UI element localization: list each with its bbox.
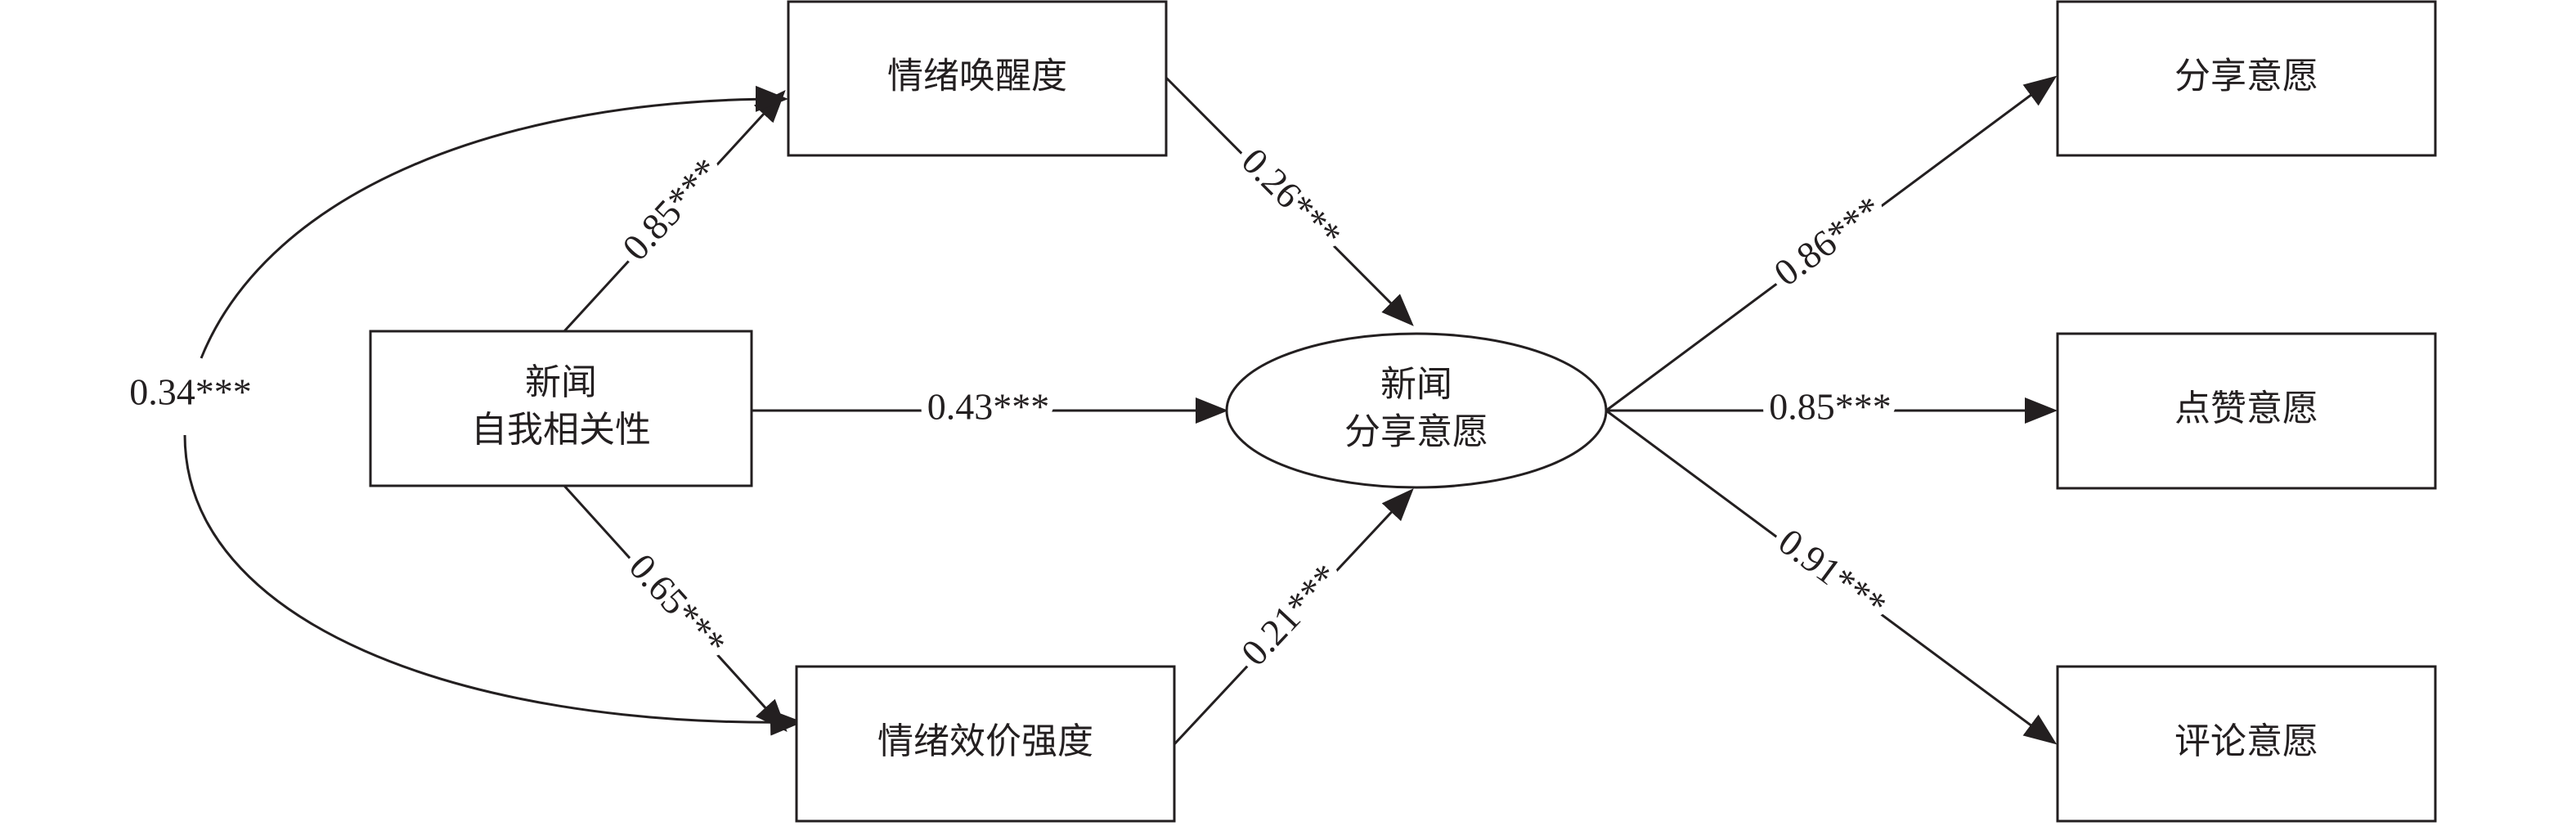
path-arrow-intention-share <box>1605 75 2058 412</box>
node-label: 情绪唤醒度 <box>887 56 1067 97</box>
node-label: 新闻 <box>525 361 597 403</box>
path-coefficient: 0.43*** <box>927 386 1050 428</box>
node-box <box>787 0 1168 157</box>
path-arrow-valence-intention <box>1173 488 1414 746</box>
node-label: 情绪效价强度 <box>877 721 1093 762</box>
node-label: 点赞意愿 <box>2174 388 2318 429</box>
node-box <box>2056 665 2437 823</box>
path-coefficient: 0.85*** <box>614 150 728 268</box>
path-coefficient: 0.65*** <box>622 545 734 664</box>
node-box <box>795 665 1176 823</box>
path-coefficient: 0.26*** <box>1234 140 1350 256</box>
node-label: 评论意愿 <box>2174 721 2318 762</box>
latent-ellipse <box>1225 332 1608 489</box>
path-arrow-relevance-arousal <box>563 90 786 333</box>
node-label: 自我相关性 <box>471 409 651 451</box>
path-coefficient: 0.91*** <box>1771 520 1894 626</box>
covariance-coefficient: 0.34*** <box>129 371 252 413</box>
node-arousal: 情绪唤醒度 <box>787 0 1168 157</box>
covariance-arc-top <box>200 85 788 359</box>
node-box <box>369 330 753 487</box>
node-label: 新闻 <box>1380 364 1452 406</box>
node-share: 分享意愿 <box>2056 0 2437 157</box>
path-arrow-arousal-intention <box>1165 76 1414 326</box>
node-comment: 评论意愿 <box>2056 665 2437 823</box>
node-like: 点赞意愿 <box>2056 332 2437 490</box>
path-arrow-intention-comment <box>1605 409 2058 745</box>
covariance-arc-bottom <box>183 434 803 736</box>
path-coefficient: 0.21*** <box>1233 556 1347 674</box>
node-valence: 情绪效价强度 <box>795 665 1176 823</box>
path-coefficient: 0.85*** <box>1769 386 1892 428</box>
path-coefficient: 0.86*** <box>1766 187 1889 294</box>
node-box <box>2056 332 2437 490</box>
node-label: 分享意愿 <box>2174 56 2318 97</box>
node-box <box>2056 0 2437 157</box>
node-label: 分享意愿 <box>1344 411 1488 453</box>
path-arrow-relevance-valence <box>563 484 788 732</box>
